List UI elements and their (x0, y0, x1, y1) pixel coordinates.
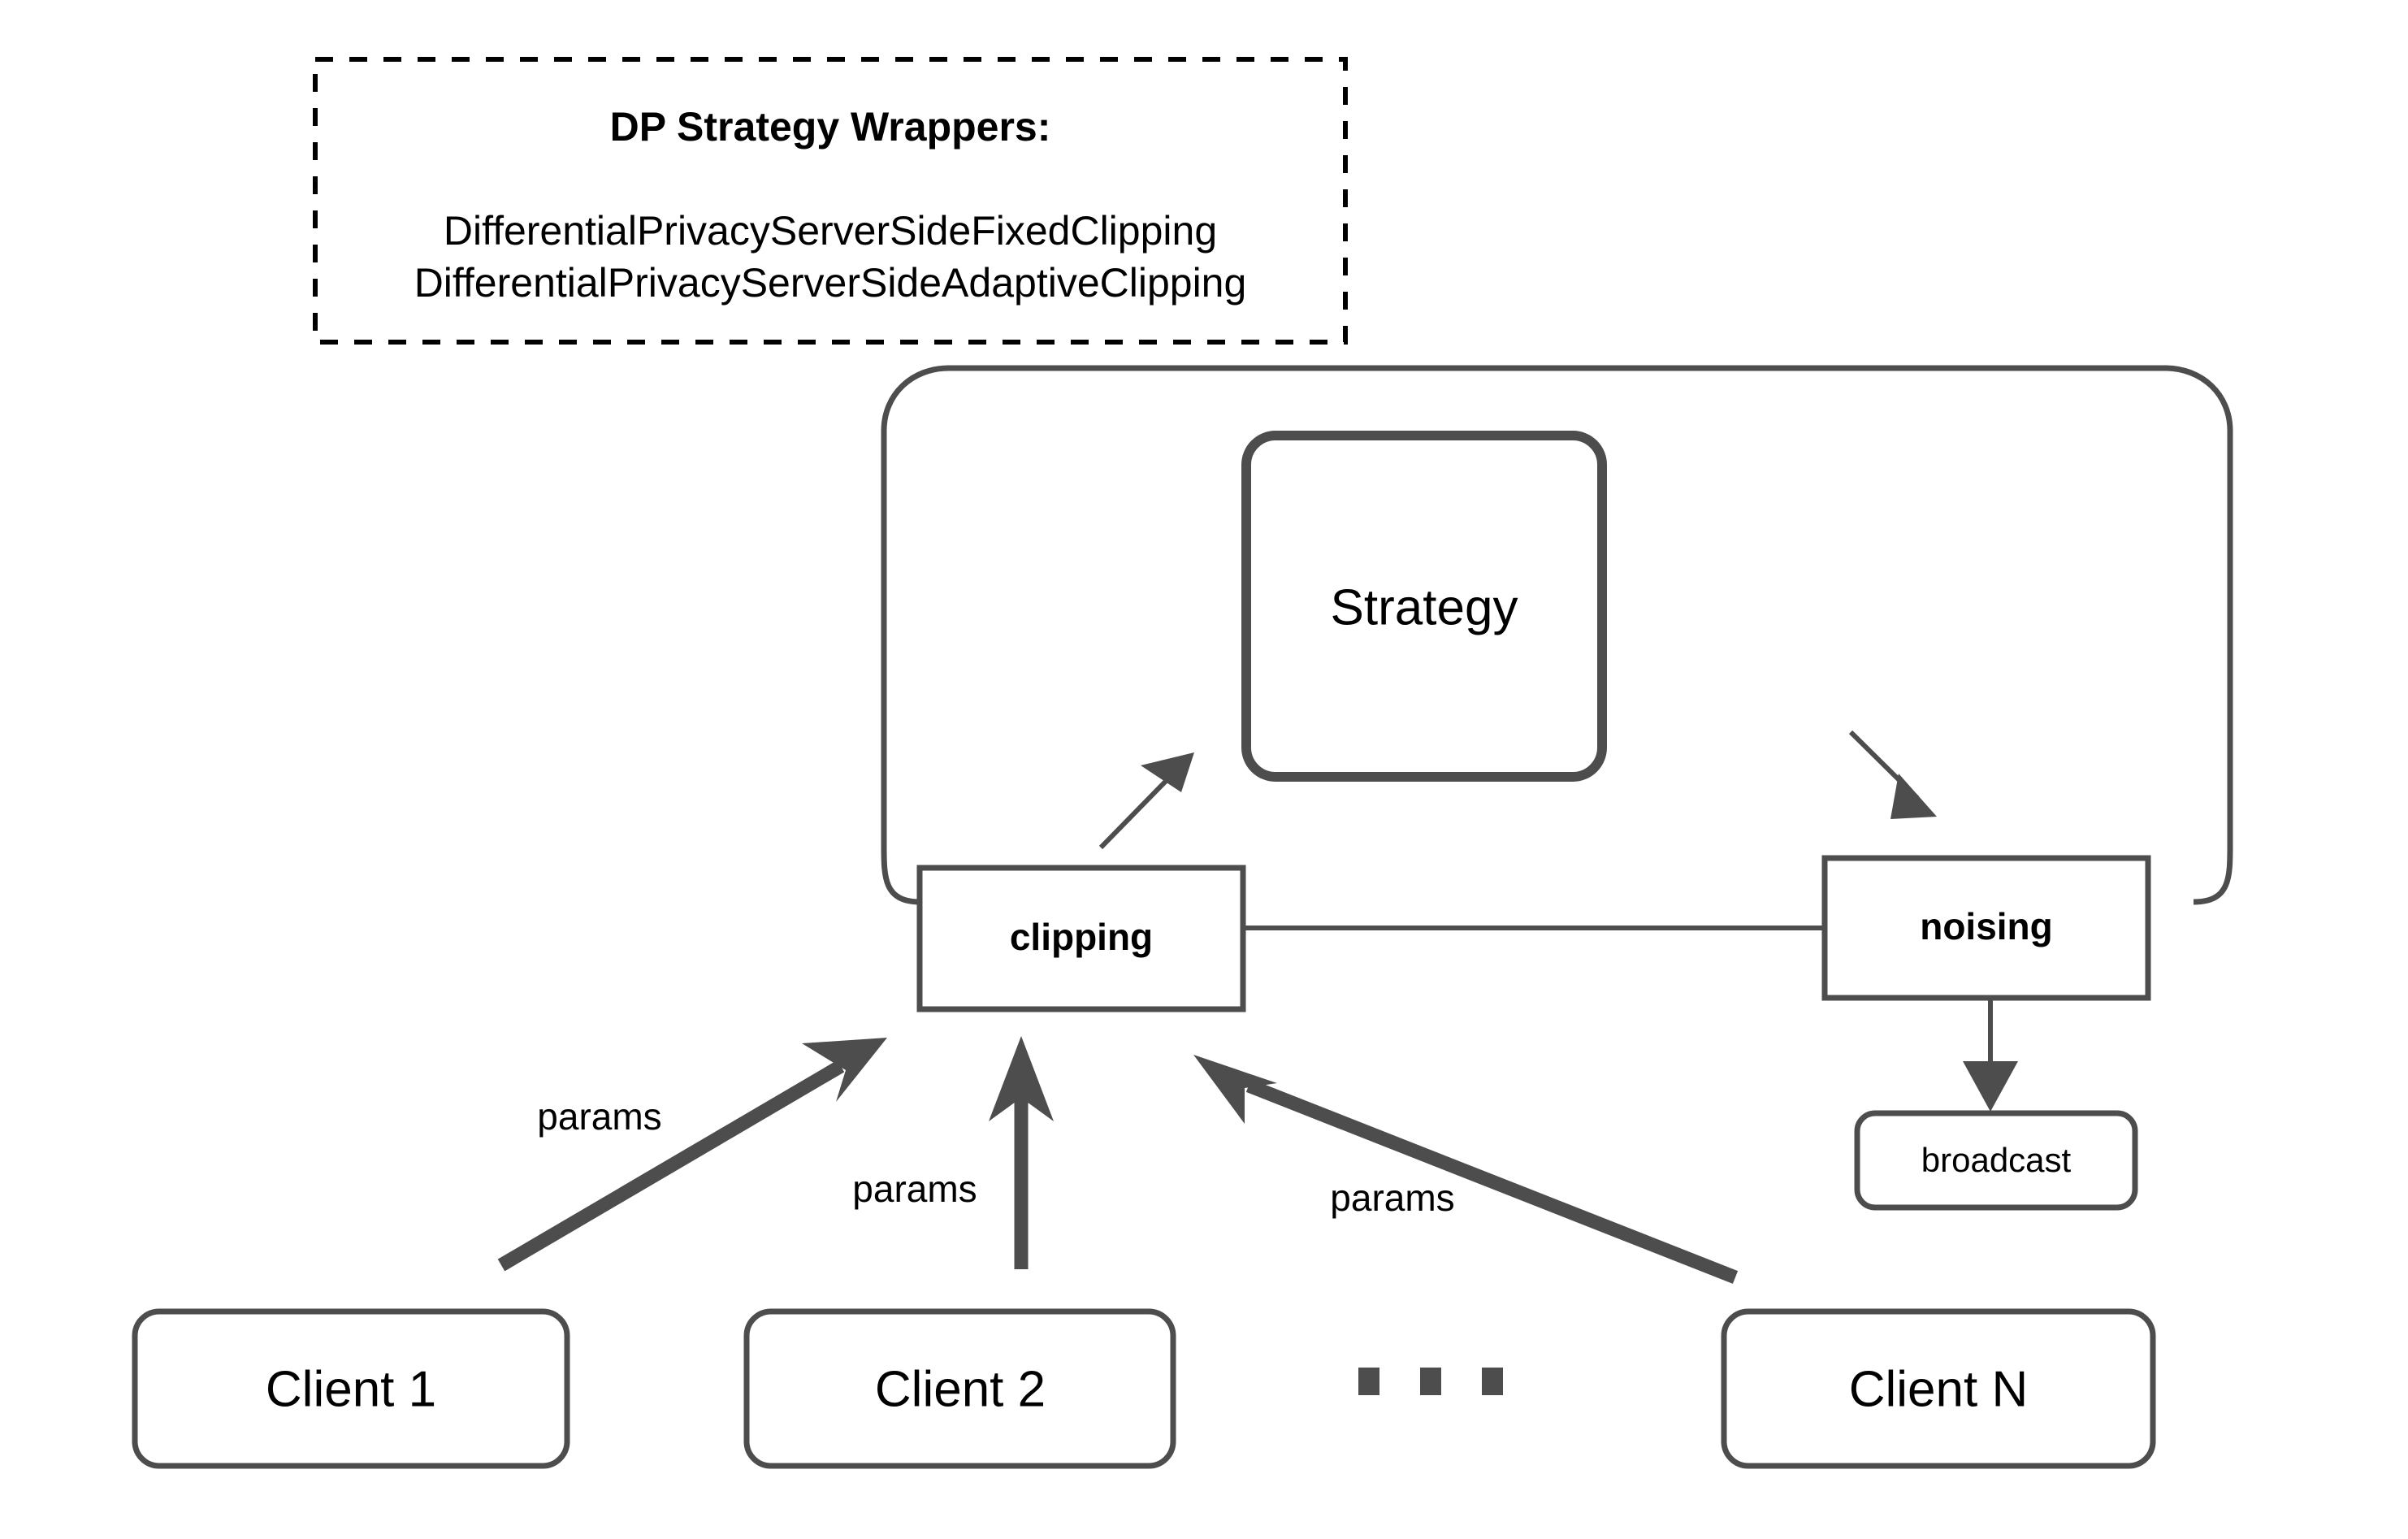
edge-clientN-to-clipping-arrowhead (1193, 1055, 1277, 1124)
edge-client1-to-clipping-arrowhead (802, 1038, 887, 1102)
noising-node-box (1821, 855, 2151, 1001)
client-node-1-box (132, 1308, 570, 1469)
edge-clipping-to-strategy-line (1098, 768, 1179, 850)
edge-client1-to-clipping-line (497, 1060, 845, 1272)
server-container-outline (881, 365, 2233, 905)
client-node-n-box (1721, 1308, 2156, 1469)
edge-client1-to-clipping-label: params (537, 1095, 661, 1138)
edge-noising-to-broadcast-arrowhead (1963, 1061, 2018, 1112)
wrappers-note-item-fixed: DifferentialPrivacyServerSideFixedClippi… (444, 208, 1217, 254)
wrappers-note-border (313, 57, 1348, 345)
edge-noising-to-broadcast (1963, 998, 2018, 1112)
strategy-node[interactable]: Strategy (1241, 431, 1607, 782)
client-node-1-label: Client 1 (266, 1361, 436, 1417)
edge-client1-to-clipping: params (497, 1038, 887, 1272)
clients-ellipsis-icon (1358, 1368, 1503, 1395)
client-node-n-label: Client N (1849, 1361, 2029, 1417)
edge-client2-to-clipping-label: params (852, 1168, 977, 1210)
edge-clientN-to-clipping-label: params (1330, 1177, 1454, 1219)
wrappers-note-title: DP Strategy Wrappers: (610, 104, 1051, 150)
clipping-node[interactable]: clipping (916, 865, 1246, 1012)
noising-node[interactable]: noising (1821, 855, 2151, 1001)
client-node-n[interactable]: Client N (1721, 1308, 2156, 1469)
edge-strategy-to-noising (1848, 730, 1937, 819)
edge-clipping-to-strategy-arrowhead (1141, 752, 1194, 792)
strategy-node-label: Strategy (1331, 579, 1518, 635)
broadcast-node[interactable]: broadcast (1854, 1110, 2138, 1211)
broadcast-node-label: broadcast (1921, 1141, 2072, 1179)
ellipsis-dot-3 (1482, 1368, 1503, 1395)
edge-clientN-to-clipping: params (1193, 1055, 1739, 1284)
ellipsis-dot-1 (1358, 1368, 1379, 1395)
clipping-node-box (916, 865, 1246, 1012)
edge-clipping-to-strategy (1098, 752, 1194, 850)
clipping-node-label: clipping (1010, 916, 1153, 958)
edge-client2-to-clipping-arrowhead (989, 1036, 1054, 1121)
dp-strategy-wrappers-note: DP Strategy Wrappers: DifferentialPrivac… (313, 57, 1348, 345)
edge-client2-to-clipping: params (852, 1036, 1054, 1269)
edge-strategy-to-noising-arrowhead (1890, 774, 1937, 819)
client-node-2-box (743, 1308, 1176, 1469)
ellipsis-dot-2 (1420, 1368, 1441, 1395)
client-node-2[interactable]: Client 2 (743, 1308, 1176, 1469)
broadcast-node-box (1854, 1110, 2138, 1211)
edge-clientN-to-clipping-line (1245, 1079, 1739, 1284)
client-node-2-label: Client 2 (875, 1361, 1046, 1417)
wrappers-note-item-adaptive: DifferentialPrivacyServerSideAdaptiveCli… (414, 260, 1247, 306)
noising-node-label: noising (1920, 905, 2053, 947)
strategy-node-box (1241, 431, 1607, 782)
client-node-1[interactable]: Client 1 (132, 1308, 570, 1469)
